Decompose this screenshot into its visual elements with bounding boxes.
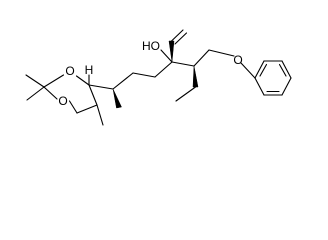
bond — [88, 84, 114, 90]
dioxane-ring — [43, 74, 98, 114]
bond — [254, 77, 265, 96]
bond — [240, 62, 256, 79]
chemical-structure: O O H HO O — [25, 29, 292, 126]
bond — [75, 75, 90, 86]
bond — [43, 74, 65, 88]
bond — [281, 77, 292, 96]
benzene-ring — [254, 60, 292, 96]
bond — [154, 61, 173, 78]
bond — [208, 49, 235, 57]
bond — [170, 29, 184, 42]
aromatic-bond — [259, 63, 268, 77]
aromatic-bond — [278, 63, 287, 77]
wedge-bond — [192, 65, 199, 88]
bond — [160, 49, 173, 63]
ether-oxygen-label: O — [233, 53, 242, 67]
wedge-bond — [112, 88, 122, 109]
bond — [171, 61, 195, 67]
bond — [175, 86, 197, 102]
bond — [193, 49, 210, 67]
bond — [76, 104, 98, 114]
bond — [25, 74, 45, 88]
bond — [26, 86, 45, 101]
bond — [174, 32, 188, 45]
stereo-hydrogen-label: H — [85, 63, 94, 77]
bond — [96, 104, 104, 126]
bond — [112, 72, 134, 90]
hydroxyl-label: HO — [142, 39, 160, 53]
bond — [43, 86, 58, 100]
ring-oxygen-bottom-label: O — [58, 94, 67, 108]
bond — [68, 100, 78, 114]
ring-oxygen-top-label: O — [65, 64, 74, 78]
bond — [254, 60, 265, 79]
bond — [88, 84, 98, 106]
bond — [132, 72, 156, 78]
bond — [281, 60, 292, 79]
